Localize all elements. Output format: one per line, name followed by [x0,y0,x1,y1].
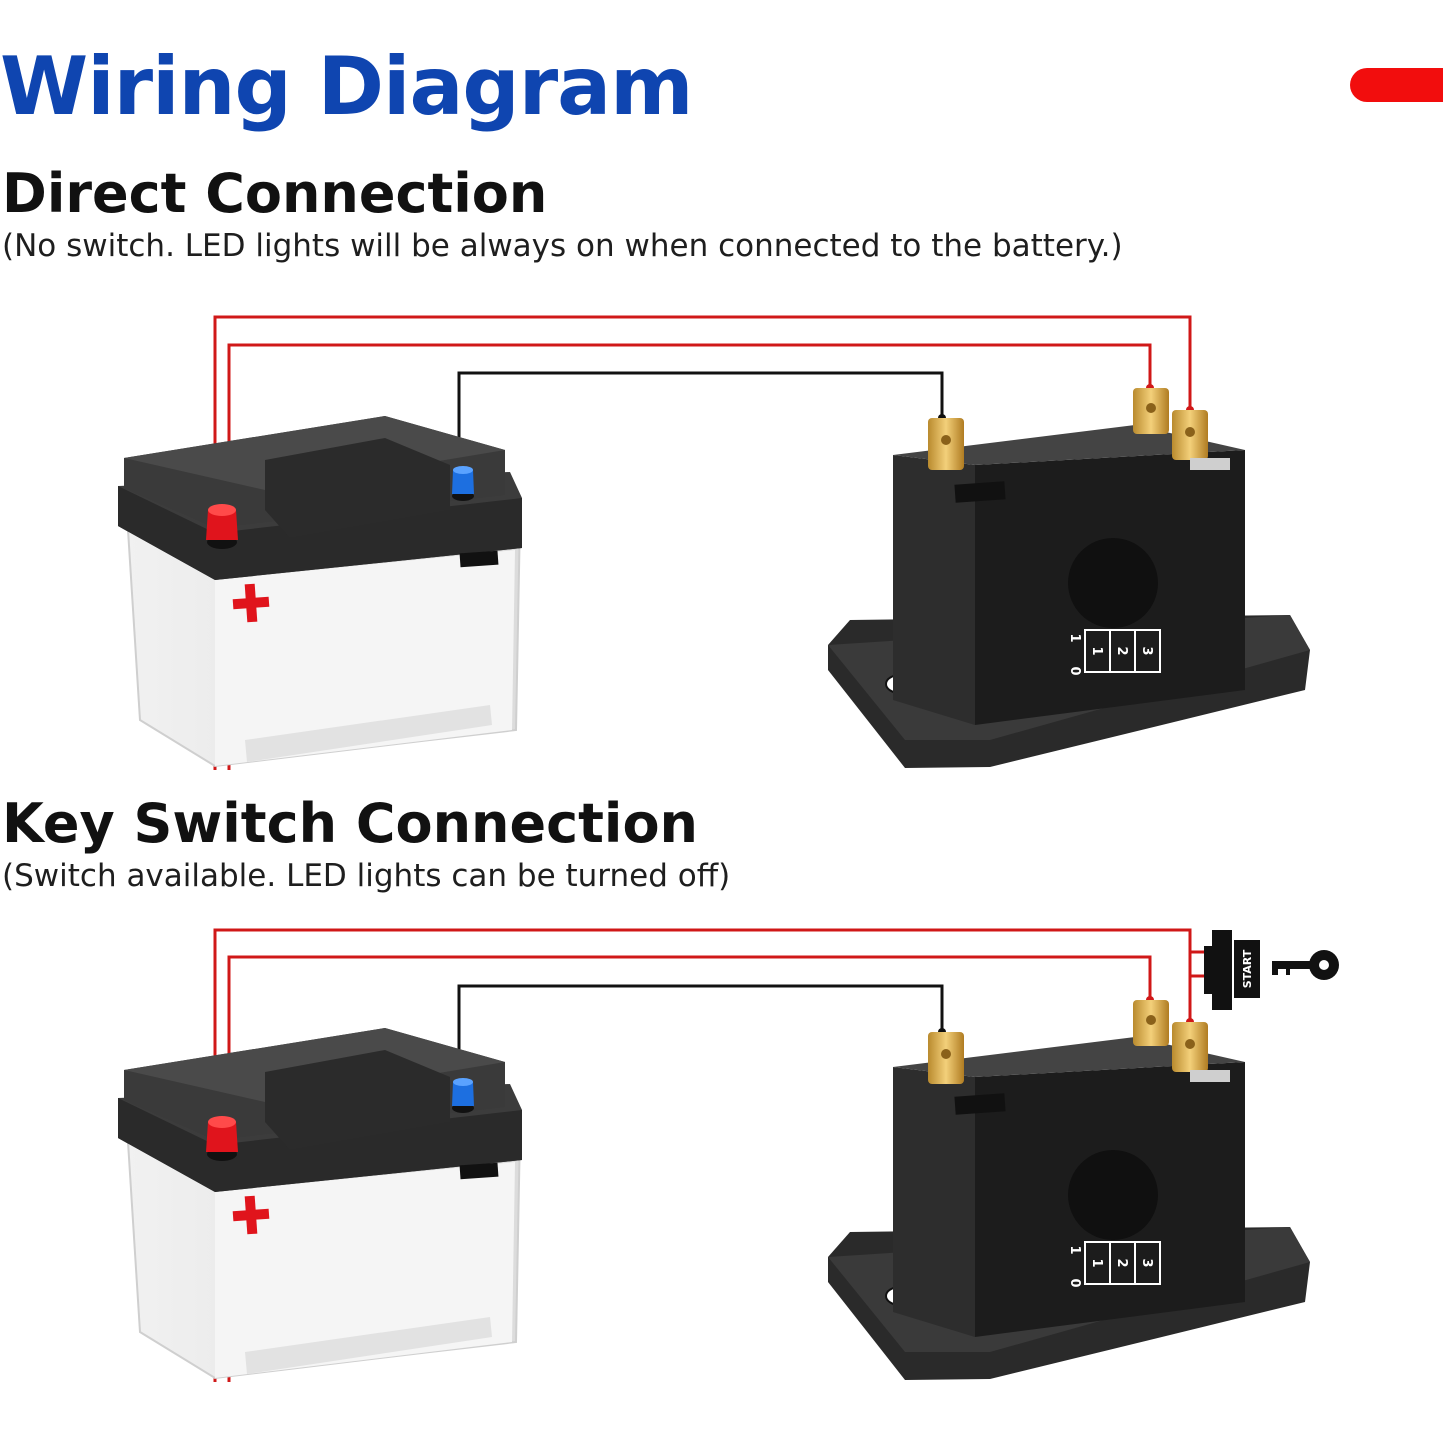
battery-switch-module: 1 2 3 0 1 [828,388,1310,768]
terminal-negative [452,1078,474,1113]
pin-label-2: 2 [1114,646,1129,655]
battery-switch-module: 1 2 3 0 1 [828,1000,1310,1380]
section-title-key-switch: Key Switch Connection [2,792,698,855]
section-note-key-switch: (Switch available. LED lights can be tur… [2,858,731,894]
module-terminals [928,388,1230,470]
battery [118,416,522,768]
terminal-positive [206,1116,238,1161]
direct-connection-diagram: 1 2 3 0 1 [118,315,1310,770]
terminal-negative [452,466,474,501]
plus-icon [232,1195,270,1235]
negative-wire [457,371,944,478]
key-switch: START [1204,930,1260,1010]
scale-label-0: 0 [1067,666,1082,675]
module-terminals [928,1000,1230,1084]
terminal-positive [206,504,238,549]
pin-label-3: 3 [1139,646,1154,655]
pin-label-2: 2 [1114,1258,1129,1267]
pin-label-1: 1 [1089,1258,1104,1267]
section-title-direct: Direct Connection [2,162,548,225]
key-switch-connection-diagram: START [118,928,1339,1382]
plus-icon [232,583,270,623]
battery [118,1028,522,1380]
negative-wire [457,984,944,1092]
section-note-direct: (No switch. LED lights will be always on… [2,228,1123,264]
accent-bar [1350,68,1443,102]
scale-label-1: 1 [1067,1245,1082,1254]
scale-label-1: 1 [1067,633,1082,642]
page-title: Wiring Diagram [0,40,693,133]
pin-labels: 1 2 3 0 1 [1067,1241,1161,1288]
pin-label-3: 3 [1139,1258,1154,1267]
pin-labels: 1 2 3 0 1 [1067,629,1161,676]
start-label: START [1241,949,1254,988]
scale-label-0: 0 [1067,1278,1082,1287]
pin-label-1: 1 [1089,646,1104,655]
key-icon [1272,950,1339,980]
